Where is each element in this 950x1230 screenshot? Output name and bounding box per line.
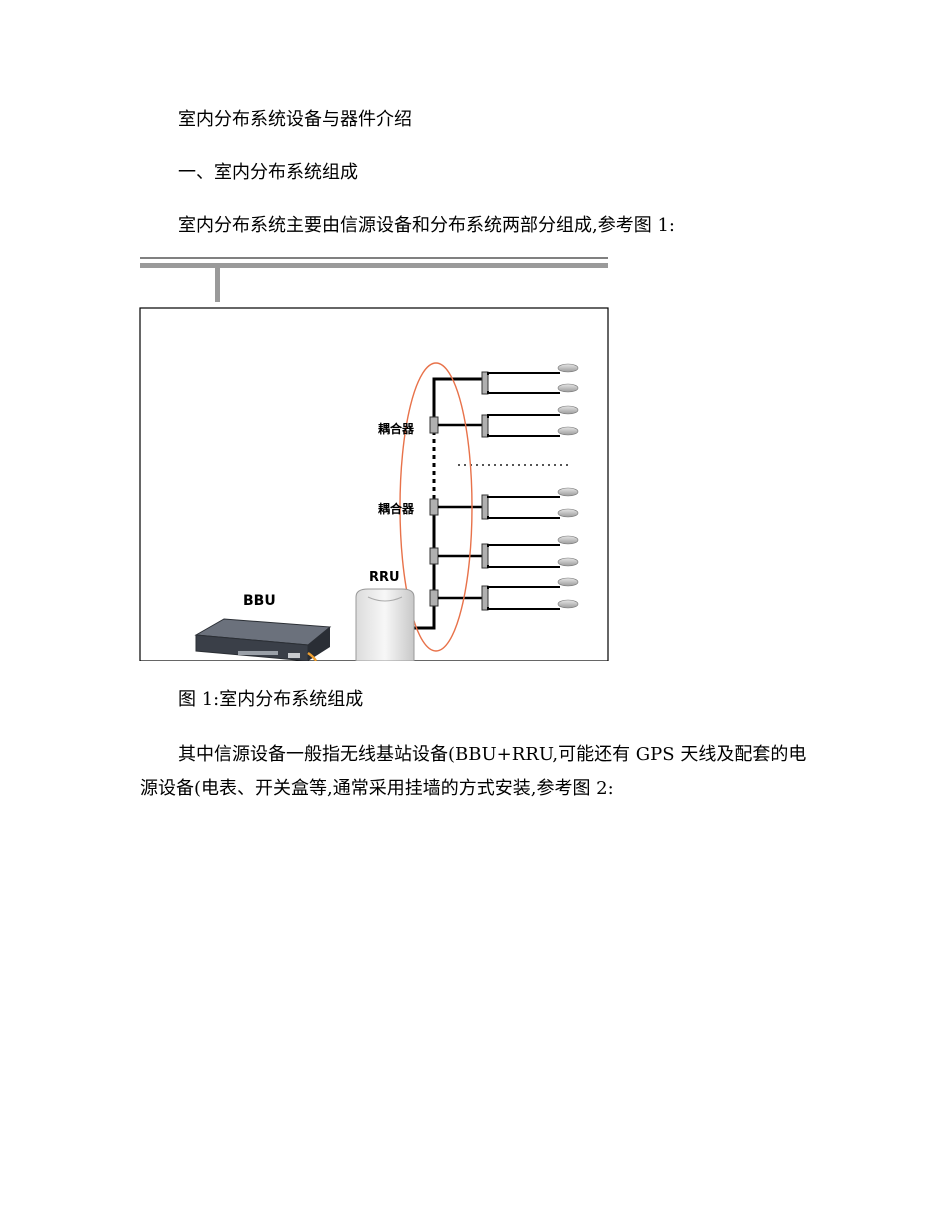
coupler-label-top: 耦合器	[378, 421, 415, 436]
document-title: 室内分布系统设备与器件介绍	[178, 109, 412, 130]
bbu-label: BBU	[243, 593, 276, 609]
distribution-ellipse	[399, 362, 473, 652]
section-heading: 一、室内分布系统组成	[178, 162, 358, 183]
ceiling-antenna-icons	[557, 363, 579, 609]
antenna-feeders	[487, 372, 560, 610]
paragraph-line-2: 源设备(电表、开关盒等,通常采用挂墙的方式安装,参考图 2:	[140, 778, 614, 799]
bbu-device-icon	[194, 618, 332, 662]
splitter-boxes	[481, 371, 489, 611]
intro-paragraph: 室内分布系统主要由信源设备和分布系统两部分组成,参考图 1:	[178, 215, 675, 236]
paragraph-line-1: 其中信源设备一般指无线基站设备(BBU+RRU,可能还有 GPS 天线及配套的电	[178, 744, 807, 765]
coupler-label-bottom: 耦合器	[378, 501, 415, 516]
coupler-boxes	[429, 416, 439, 607]
figure-1-diagram: 耦合器 耦合器 RRU BBU	[138, 255, 610, 662]
figure-1-caption: 图 1:室内分布系统组成	[178, 689, 364, 710]
rru-device-icon	[355, 588, 415, 662]
branch-cables	[438, 423, 482, 600]
rru-label: RRU	[369, 570, 400, 585]
